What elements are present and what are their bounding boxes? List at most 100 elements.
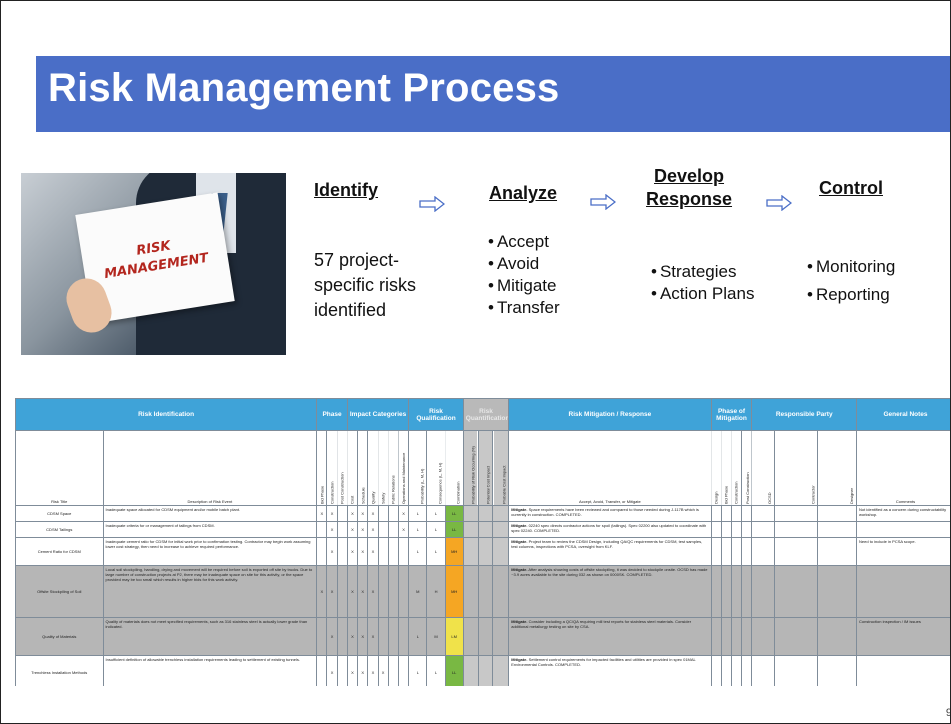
mitigation-text: 02240 spec directs contractor actions fo…: [511, 523, 707, 533]
subheader-phase: Construction: [326, 430, 338, 506]
mitigation-phase-cell: [720, 655, 732, 686]
mitigation-cell: Mitigate. 02240 spec directs contractor …: [508, 521, 712, 538]
mitigation-phase-cell: [774, 505, 819, 522]
subheader-impact: Cost: [347, 430, 358, 506]
risk-title-cell: Offsite Stockpiling of Soil: [15, 565, 104, 618]
quantification-cell: [477, 655, 494, 686]
consequence-cell: L: [426, 537, 446, 566]
impact-mark-cell: [377, 537, 389, 566]
impact-mark-cell: [397, 565, 410, 618]
control-bullet: Reporting: [807, 281, 895, 309]
impact-mark-cell: [377, 565, 389, 618]
impact-mark-cell: X: [357, 521, 369, 538]
mitigation-phase-cell: [751, 537, 776, 566]
impact-mark-cell: [336, 655, 348, 686]
impact-mark-cell: [336, 505, 348, 522]
risk-description-cell: Inadequate cement ratio for CDSM for ini…: [102, 537, 318, 566]
mitigation-phase-cell: [730, 521, 743, 538]
mitigation-phase-cell: [730, 617, 743, 656]
mitigation-phase-cell: [751, 617, 776, 656]
combination-cell: LM: [444, 617, 464, 656]
mitigation-cell: Mitigate. Settlement control requirement…: [508, 655, 712, 686]
mitigation-phase-cell: [774, 537, 819, 566]
header-general-notes: General Notes: [856, 398, 950, 431]
comments-cell: [856, 521, 950, 538]
header-phase: Phase: [316, 398, 348, 431]
impact-mark-cell: X: [357, 655, 369, 686]
mitigation-phase-cell: [720, 617, 732, 656]
impact-mark-cell: [316, 537, 328, 566]
mitigation-phase-cell: [774, 565, 819, 618]
analyze-bullet: Accept: [488, 231, 560, 253]
mitigation-cell: Mitigate. Consider including a QC/QA req…: [508, 617, 712, 656]
subheader-phase: Post Construction: [337, 430, 348, 506]
table-group-header-row: Risk Identification Phase Impact Categor…: [15, 398, 950, 431]
risk-description-cell: Quality of materials does not meet speci…: [102, 617, 318, 656]
subheader-impact: Schedule: [357, 430, 368, 506]
impact-mark-cell: [397, 655, 410, 686]
mitigation-cell: Mitigate. Project team to review the CDS…: [508, 537, 712, 566]
mitigation-phase-cell: [710, 537, 722, 566]
impact-mark-cell: [387, 655, 399, 686]
impact-mark-cell: X: [357, 537, 369, 566]
risk-management-photo: RISK MANAGEMENT: [21, 173, 286, 355]
combination-cell: LL: [444, 655, 464, 686]
control-bullet: Monitoring: [807, 253, 895, 281]
quantification-cell: [462, 521, 479, 538]
quantification-cell: [492, 565, 510, 618]
risk-title-cell: CDSM Space: [15, 505, 104, 522]
subheader-quantification: Potential Cost Impact: [478, 430, 493, 506]
impact-mark-cell: X: [367, 505, 379, 522]
risk-title-cell: Quality of Materials: [15, 617, 104, 656]
risk-title-cell: Trenchless Installation Methods: [15, 655, 104, 686]
impact-mark-cell: X: [346, 565, 359, 618]
impact-mark-cell: [387, 537, 399, 566]
mitigation-label: Mitigate.: [511, 523, 528, 528]
impact-mark-cell: X: [367, 655, 379, 686]
probability-cell: L: [408, 521, 428, 538]
impact-mark-cell: X: [397, 521, 410, 538]
mitigation-phase-cell: [741, 655, 753, 686]
impact-mark-cell: [336, 521, 348, 538]
subheader-party: Contractor: [774, 430, 818, 506]
mitigation-phase-cell: [720, 565, 732, 618]
impact-mark-cell: [377, 617, 389, 656]
mitigation-phase-cell: [730, 565, 743, 618]
subheader-mitigation: Accept, Avoid, Transfer, or Mitigate: [508, 430, 712, 506]
subheader-mitigation-phase: Post Construction: [741, 430, 752, 506]
impact-mark-cell: X: [346, 617, 359, 656]
identify-text: 57 project-specific risks identified: [314, 250, 417, 320]
mitigation-phase-cell: [751, 505, 776, 522]
develop-response-heading: Develop Response: [646, 165, 732, 211]
mitigation-phase-cell: [774, 655, 819, 686]
impact-mark-cell: X: [326, 521, 338, 538]
subheader-description: Description of Risk Event: [102, 430, 318, 506]
develop-heading-line-1: Develop: [654, 166, 725, 186]
mitigation-phase-cell: [741, 617, 753, 656]
mitigation-phase-cell: [751, 521, 776, 538]
impact-mark-cell: X: [367, 565, 379, 618]
subheader-mitigation-phase: Construction: [731, 430, 742, 506]
quantification-cell: [462, 655, 479, 686]
quantification-cell: [462, 617, 479, 656]
comments-cell: Need to include in PCSA scope.: [856, 537, 950, 566]
header-responsible-party: Responsible Party: [751, 398, 858, 431]
mitigation-phase-cell: [741, 505, 753, 522]
quantification-cell: [492, 617, 510, 656]
mitigation-label: Mitigate.: [511, 507, 528, 512]
mitigation-cell: Mitigate. Space requirements have been r…: [508, 505, 712, 522]
mitigation-phase-cell: [710, 655, 722, 686]
impact-mark-cell: X: [367, 521, 379, 538]
comments-cell: Construction inspection / IM issues: [856, 617, 950, 656]
mitigation-phase-cell: [741, 537, 753, 566]
mitigation-phase-cell: [730, 505, 743, 522]
subheader-risk-title: Risk Title: [15, 430, 104, 506]
develop-bullets: Strategies Action Plans: [651, 261, 755, 305]
subheader-mitigation-phase: Design: [711, 430, 722, 506]
impact-mark-cell: [316, 617, 328, 656]
mitigation-phase-cell: [774, 521, 819, 538]
